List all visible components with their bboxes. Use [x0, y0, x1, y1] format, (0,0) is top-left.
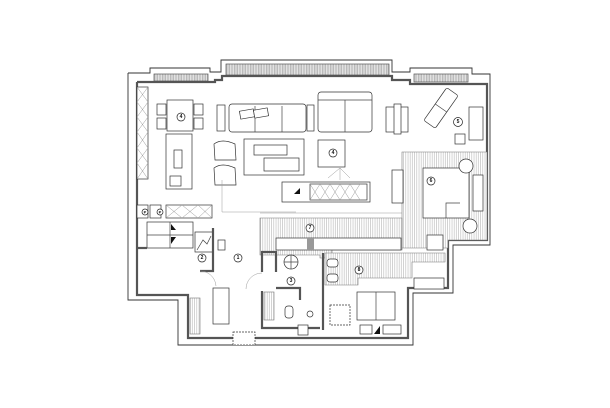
room-tag-living: 4 — [328, 148, 338, 158]
fridge-units — [146, 221, 214, 253]
svg-text:P: P — [159, 210, 162, 215]
wardrobe — [275, 237, 402, 251]
svg-text:2: 2 — [201, 255, 204, 261]
room-tag-master-bath: 8 — [354, 265, 364, 275]
wall-closet — [200, 228, 215, 273]
tv-unit — [281, 167, 371, 203]
side-table — [385, 103, 409, 135]
svg-text:1: 1 — [237, 255, 240, 261]
room-tag-pantry-a: P — [141, 208, 149, 216]
sofa — [216, 103, 315, 133]
storage-column — [136, 86, 149, 180]
room-tag-corridor: 7 — [305, 223, 315, 233]
desk-chair — [454, 133, 466, 145]
floor-drain — [306, 310, 314, 318]
window-center — [225, 63, 390, 76]
room-tag-entry-closet: 2 — [197, 253, 207, 263]
exterior-wall — [135, 74, 489, 340]
room-tag-dining: 4 — [176, 112, 186, 122]
bath-cabinet — [263, 291, 275, 321]
wall-bath-4 — [276, 286, 302, 300]
wall-bath — [260, 250, 278, 272]
armchair-2 — [213, 164, 237, 186]
bed — [422, 158, 484, 234]
bench — [212, 287, 230, 325]
armchair-1 — [213, 140, 237, 161]
sofa-2 — [317, 91, 373, 133]
coffee-table — [243, 138, 305, 176]
entry-door — [232, 331, 256, 346]
svg-text:6: 6 — [430, 178, 433, 184]
room-tag-bath: 3 — [286, 276, 296, 286]
svg-text:5: 5 — [457, 119, 460, 125]
column — [307, 238, 314, 250]
room-tag-bedroom: 6 — [426, 176, 436, 186]
kitchen-island — [165, 133, 193, 190]
outer-boundary — [127, 59, 491, 346]
svg-text:7: 7 — [309, 225, 312, 231]
desk — [468, 106, 484, 141]
svg-text:4: 4 — [180, 114, 183, 120]
master-bath-floor — [324, 252, 446, 335]
shoe-cabinet — [189, 297, 201, 335]
chaise-lounge — [424, 88, 458, 128]
window-right — [413, 73, 469, 83]
svg-text:3: 3 — [290, 278, 293, 284]
room-tag-pantry-b: P — [156, 208, 164, 216]
svg-text:P: P — [144, 210, 147, 215]
sink — [297, 324, 309, 336]
svg-text:8: 8 — [358, 267, 361, 273]
door-swings — [199, 270, 263, 290]
rug-edge — [221, 180, 296, 213]
room-tag-hall: 1 — [233, 253, 243, 263]
window-left — [153, 73, 209, 82]
room-tag-lounge: 5 — [453, 117, 463, 127]
bedroom-cabinet — [426, 234, 444, 251]
svg-text:4: 4 — [332, 150, 335, 156]
toilet — [284, 305, 294, 319]
column-2 — [217, 239, 226, 251]
